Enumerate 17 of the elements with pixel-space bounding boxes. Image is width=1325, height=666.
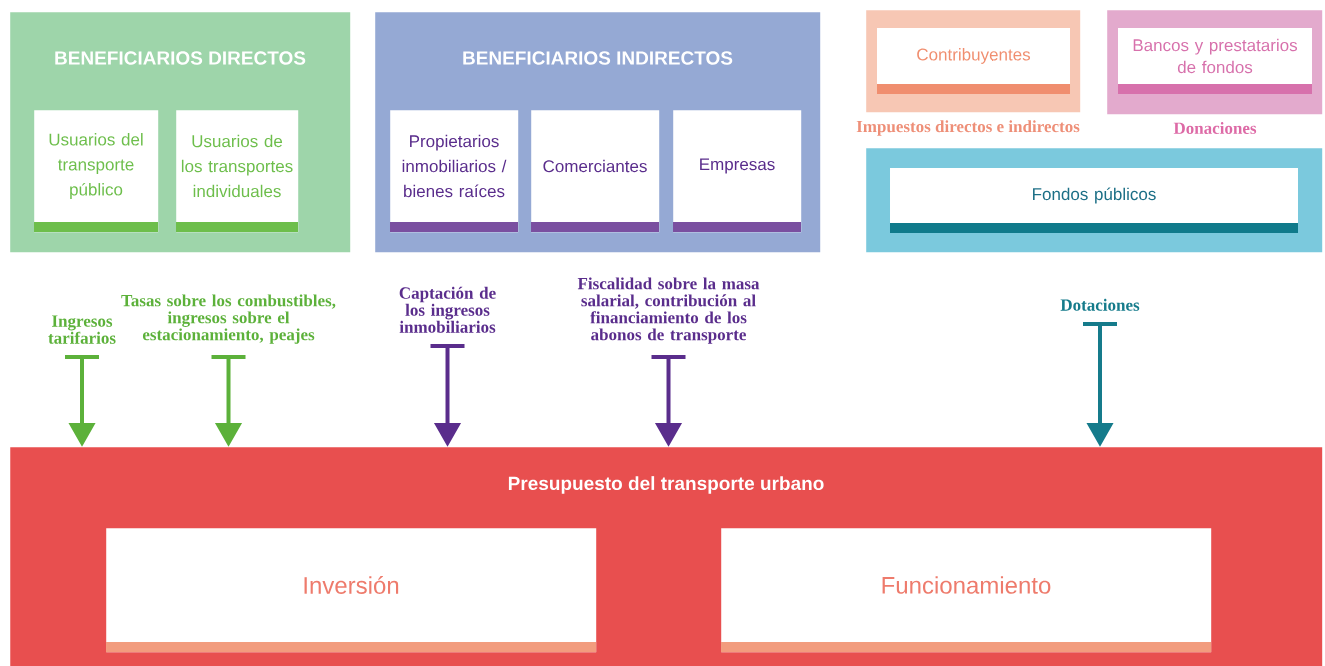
framed-box: Fondos públicos — [866, 148, 1323, 253]
node-label: Donaciones — [1173, 122, 1257, 134]
label-card: Propietarios inmobiliarios / bienes raíces — [390, 110, 519, 233]
label-card: Funcionamiento — [721, 528, 1212, 653]
flow-label: Fiscalidad sobre la masa salarial, contribución al financiamiento de los abonos de transporte — [577, 277, 760, 344]
label-card: Inversión — [106, 528, 597, 653]
label-card: Empresas — [673, 110, 802, 233]
label-card: Usuarios del transporte público — [34, 110, 159, 233]
flow-label: Tasas sobre los combustibles, ingresos sobre el estacionamiento, peajes — [121, 294, 336, 344]
flow-label: Ingresos tarifarios — [48, 315, 116, 344]
framed-box: Contribuyentes — [866, 10, 1081, 113]
flow-label: Dotaciones — [1060, 298, 1140, 311]
node-label: Impuestos directos e indirectos — [856, 120, 1080, 136]
label-card: Comerciantes — [531, 110, 660, 233]
label-card: Usuarios de los transportes individuales — [176, 110, 299, 233]
framed-box: Bancos y prestatarios de fondos — [1107, 10, 1323, 115]
flow-label: Captación de los ingresos inmobiliarios — [399, 286, 496, 333]
